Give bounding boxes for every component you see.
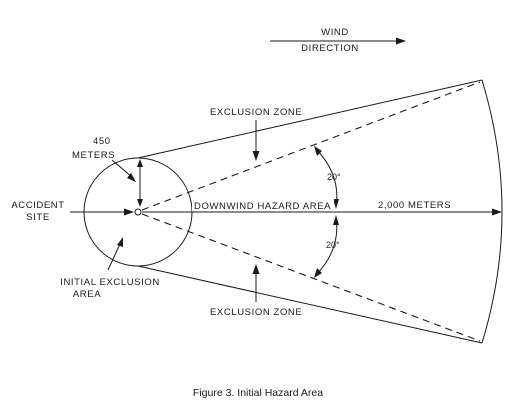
exclusion-boundary-bottom [137, 265, 483, 344]
radius-arrow-top [137, 159, 143, 167]
radius-leader-arrow [127, 173, 136, 182]
angle-top-label: 20° [327, 172, 341, 182]
accident-site-point [134, 208, 142, 216]
exclusion-top-pointer-head [252, 151, 260, 161]
exclusion-zone-bottom-label: EXCLUSION ZONE [210, 307, 302, 318]
figure-caption: Figure 3. Initial Hazard Area [193, 387, 323, 399]
downwind-arrow-head [492, 208, 502, 216]
radius-arrow-bottom [137, 199, 143, 207]
wind-arrow-head [396, 37, 406, 45]
initial-exclusion-label: INITIAL EXCLUSION [60, 277, 160, 288]
wind-direction-indicator: WIND DIRECTION [270, 27, 406, 54]
area-label: AREA [73, 289, 101, 300]
sector-line-bottom [141, 213, 481, 342]
exclusion-bottom-pointer-head [252, 264, 260, 274]
downwind-outer-arc [481, 79, 503, 344]
radius-unit: METERS [72, 150, 115, 161]
downwind-hazard-area-label: DOWNWIND HAZARD AREA [194, 201, 331, 212]
wind-label: WIND [321, 27, 349, 38]
accident-site-arrow-head [124, 208, 134, 216]
radius-value: 450 [93, 136, 111, 147]
exclusion-zone-top-label: EXCLUSION ZONE [210, 107, 302, 118]
downwind-label-backing [192, 199, 334, 211]
sector-line-top [141, 81, 481, 211]
exclusion-boundary-top [137, 79, 483, 159]
initial-area-pointer-head [117, 237, 123, 247]
initial-area-pointer [107, 243, 121, 271]
angle-arc-bottom-head-lower [314, 268, 322, 278]
angle-arc-top-head-upper [314, 146, 322, 156]
site-label: SITE [26, 212, 50, 223]
angle-arc-top-head-lower [333, 199, 339, 209]
angle-bottom-label: 20° [326, 240, 340, 250]
accident-label: ACCIDENT [11, 200, 64, 211]
angle-arc-bottom-head-upper [333, 215, 339, 225]
distance-label: 2,000 METERS [378, 200, 451, 211]
direction-label: DIRECTION [301, 43, 359, 54]
